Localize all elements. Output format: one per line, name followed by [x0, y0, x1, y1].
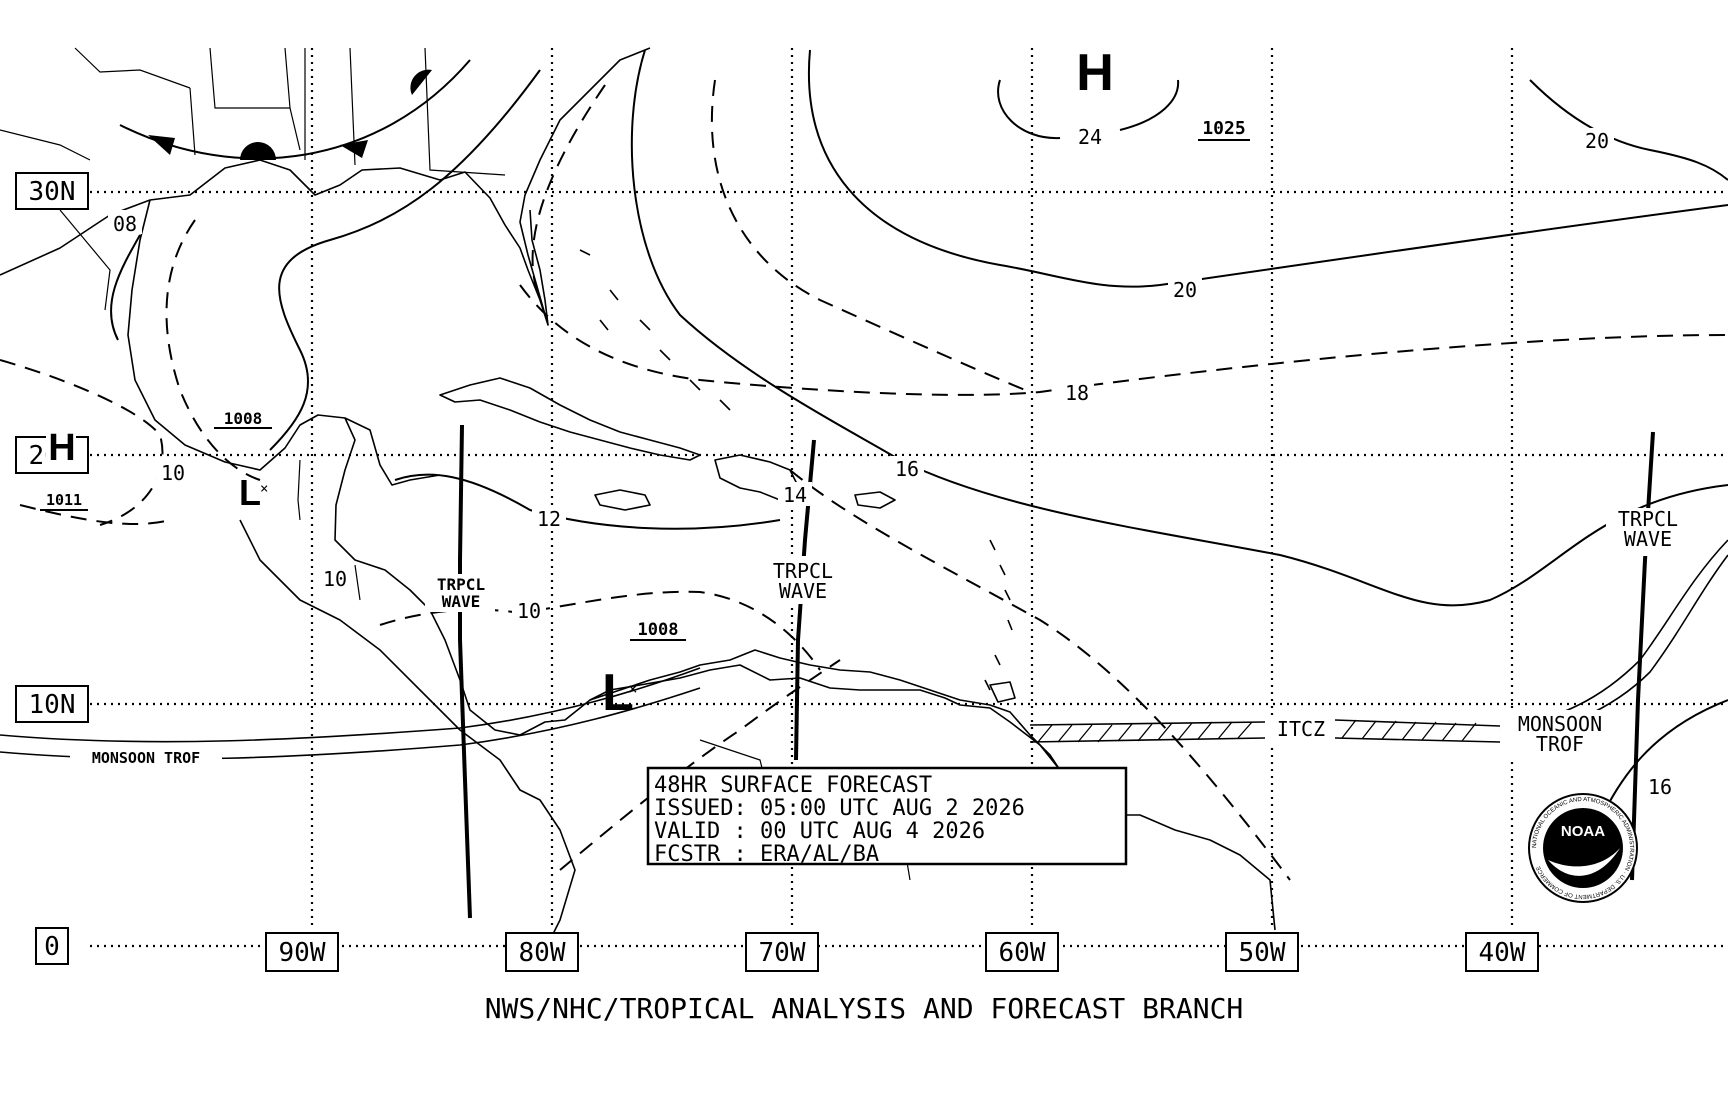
- info-forecaster: FCSTR : ERA/AL/BA: [654, 842, 879, 867]
- tropical-wave-label: WAVE: [442, 592, 481, 611]
- isobar-label: 08: [113, 212, 137, 236]
- lat-label-0: 0: [44, 932, 60, 962]
- lon-label-80w: 80W: [519, 938, 566, 968]
- tropical-wave-label: TRPCL: [1618, 507, 1678, 531]
- lon-label-40w: 40W: [1479, 938, 1526, 968]
- lon-label-90w: 90W: [279, 938, 326, 968]
- noaa-logo-text: NOAA: [1561, 823, 1605, 840]
- isobar-label: 14: [783, 483, 807, 507]
- feature-labels: TRPCL WAVE TRPCL WAVE TRPCL WAVE ITCZ MO…: [70, 507, 1686, 768]
- lat-label-10n: 10N: [29, 690, 76, 720]
- isobar-labels: 08 10 10 10 12 14 16 16 18 20 20 24: [108, 124, 1677, 799]
- high-center-symbol: H: [48, 427, 75, 469]
- monsoon-trof-label: MONSOON TROF: [92, 749, 200, 767]
- footer-credit: NWS/NHC/TROPICAL ANALYSIS AND FORECAST B…: [485, 992, 1244, 1025]
- tropical-wave-label: TRPCL: [437, 575, 485, 594]
- pressure-centers: H 1025 H 1011 L × 1008 L × 1008: [40, 44, 1250, 722]
- isobar-label: 10: [161, 461, 185, 485]
- isobar-label: 16: [895, 457, 919, 481]
- isobar-label: 24: [1078, 125, 1102, 149]
- low-center-symbol: L: [239, 472, 261, 513]
- x-mark: ×: [628, 679, 638, 698]
- low-center-pressure: 1008: [224, 409, 263, 428]
- info-valid: VALID : 00 UTC AUG 4 2026: [654, 819, 985, 844]
- isobars-solid: [109, 49, 1728, 821]
- isobar-label: 18: [1065, 381, 1089, 405]
- high-center-pressure: 1011: [46, 491, 82, 509]
- lat-label-30n: 30N: [29, 177, 76, 207]
- lat-lon-grid: [90, 48, 1728, 948]
- monsoon-trough: [0, 539, 1728, 760]
- isobar-label: 12: [537, 507, 561, 531]
- isobar-label: 16: [1648, 775, 1672, 799]
- high-center-symbol: H: [1076, 44, 1114, 102]
- itcz-band: [1029, 719, 1501, 743]
- tropical-wave-label: TRPCL: [773, 559, 833, 583]
- tropical-wave-label: WAVE: [779, 579, 827, 603]
- isobar-label: 10: [517, 599, 541, 623]
- forecast-info-box: 48HR SURFACE FORECAST ISSUED: 05:00 UTC …: [646, 766, 1128, 867]
- cold-front: [119, 59, 471, 160]
- monsoon-trof-label: MONSOON: [1518, 712, 1602, 736]
- info-issued: ISSUED: 05:00 UTC AUG 2 2026: [654, 796, 1025, 821]
- monsoon-trof-label: TROF: [1536, 732, 1584, 756]
- lon-label-60w: 60W: [999, 938, 1046, 968]
- isobars-dashed: [0, 79, 1728, 881]
- high-center-pressure: 1025: [1202, 118, 1245, 139]
- itcz-label: ITCZ: [1277, 717, 1325, 741]
- info-title: 48HR SURFACE FORECAST: [654, 773, 932, 798]
- tropical-wave-label: WAVE: [1624, 527, 1672, 551]
- lon-label-50w: 50W: [1239, 938, 1286, 968]
- latitude-labels: 30N 20N 10N 0: [15, 172, 89, 965]
- isobar-label: 20: [1585, 129, 1609, 153]
- isobar-label: 20: [1173, 278, 1197, 302]
- noaa-logo: NOAA NATIONAL OCEANIC AND ATMOSPHERIC AD…: [1528, 793, 1638, 903]
- low-center-pressure: 1008: [638, 620, 679, 640]
- x-mark: ×: [260, 481, 268, 497]
- low-center-symbol: L: [602, 664, 634, 722]
- isobar-label: 10: [323, 567, 347, 591]
- lon-label-70w: 70W: [759, 938, 806, 968]
- longitude-labels: 90W 80W 70W 60W 50W 40W: [265, 932, 1539, 972]
